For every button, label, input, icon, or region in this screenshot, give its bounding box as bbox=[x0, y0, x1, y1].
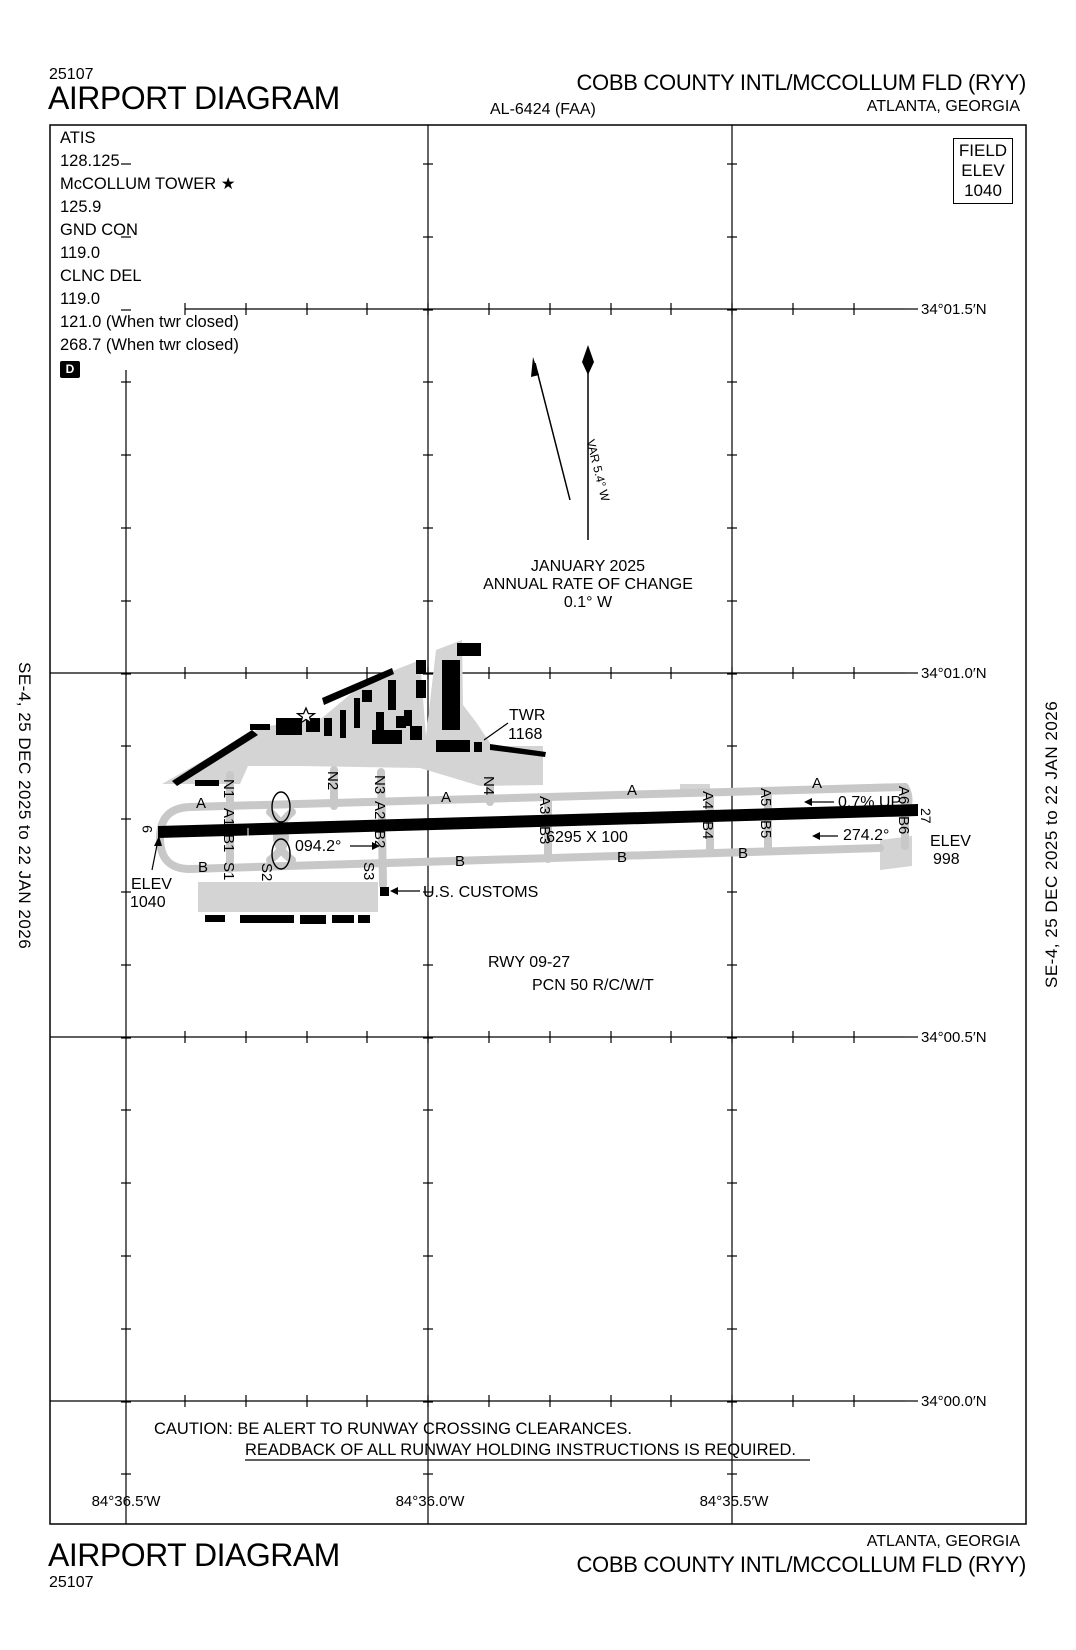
frequency-list: ATIS 128.125 McCOLLUM TOWER ★ 125.9 GND … bbox=[60, 127, 239, 380]
chart-id-bottom: 25107 bbox=[49, 1574, 94, 1591]
runway-heading-west: 094.2° bbox=[295, 838, 341, 855]
taxiway-label-b5: B5 bbox=[757, 820, 774, 838]
annual-rate-label: ANNUAL RATE OF CHANGE bbox=[483, 576, 693, 593]
taxiway-labels: A A A A B B B B N1 N2 N3 N4 A1 A2 A3 A4 … bbox=[196, 771, 912, 881]
freq-atis-label: ATIS bbox=[60, 129, 96, 147]
runway-designation: RWY 09-27 bbox=[488, 954, 570, 971]
south-apron bbox=[198, 882, 378, 912]
hangar-row-west bbox=[172, 730, 258, 786]
north-apron bbox=[162, 640, 543, 786]
freq-tower-value: 125.9 bbox=[60, 198, 102, 216]
faa-number: AL-6424 (FAA) bbox=[490, 101, 596, 118]
runway-end-27: 27 bbox=[918, 808, 934, 824]
svg-text:84°36.0′W: 84°36.0′W bbox=[396, 1493, 466, 1510]
freq-ground-label: GND CON bbox=[60, 221, 138, 239]
elev-east-label: ELEV bbox=[930, 833, 971, 850]
runway-heading-east: 274.2° bbox=[843, 827, 889, 844]
taxiway-label-a2: A2 bbox=[371, 801, 388, 819]
svg-text:B: B bbox=[617, 849, 627, 866]
lat-lon-grid bbox=[50, 125, 905, 1524]
magnetic-north-arrows bbox=[531, 345, 594, 540]
runway-slope: 0.7% UP bbox=[838, 794, 901, 811]
svg-text:84°36.5′W: 84°36.5′W bbox=[92, 1493, 162, 1510]
airport-name-top: COBB COUNTY INTL/MCCOLLUM FLD (RYY) bbox=[576, 70, 1026, 95]
svg-text:84°35.5′W: 84°35.5′W bbox=[700, 1493, 770, 1510]
svg-text:B: B bbox=[738, 845, 748, 862]
taxiway-label-a4: A4 bbox=[699, 791, 716, 809]
svg-text:34°00.0′N: 34°00.0′N bbox=[921, 1393, 987, 1410]
taxiway-label-n1: N1 bbox=[220, 779, 237, 798]
taxiway-label-b6: B6 bbox=[895, 816, 912, 834]
chart-frame bbox=[49, 124, 1027, 1525]
airport-name-bottom: COBB COUNTY INTL/MCCOLLUM FLD (RYY) bbox=[576, 1552, 1026, 1577]
field-elev-line1: FIELD bbox=[958, 141, 1008, 160]
svg-text:A: A bbox=[627, 782, 637, 799]
freq-clearance-value-2: 121.0 (When twr closed) bbox=[60, 313, 239, 331]
taxiway-label-b: B bbox=[198, 859, 208, 876]
freq-atis-value: 128.125 bbox=[60, 152, 120, 170]
freq-clearance-label: CLNC DEL bbox=[60, 267, 142, 285]
annual-rate-value: 0.1° W bbox=[564, 594, 613, 611]
svg-text:A: A bbox=[441, 789, 451, 806]
elev-west-label: ELEV bbox=[131, 876, 172, 893]
svg-text:34°01.0′N: 34°01.0′N bbox=[921, 665, 987, 682]
city-bottom: ATLANTA, GEORGIA bbox=[866, 1533, 1020, 1550]
elev-west-value: 1040 bbox=[130, 894, 166, 911]
customs-label: U.S. CUSTOMS bbox=[423, 884, 538, 901]
taxiway-label-s1: S1 bbox=[220, 862, 237, 880]
runway-dimensions: 6295 X 100 bbox=[546, 829, 628, 846]
runway-09-27 bbox=[158, 804, 918, 838]
svg-text:A: A bbox=[812, 775, 822, 792]
latitude-labels: 34°01.5′N 34°01.0′N 34°00.5′N 34°00.0′N bbox=[921, 301, 987, 1410]
buildings bbox=[172, 643, 546, 924]
tower-elevation: 1168 bbox=[508, 726, 543, 743]
taxiway-network bbox=[155, 766, 913, 889]
freq-clearance-value-1: 119.0 bbox=[60, 290, 101, 308]
svg-text:34°01.5′N: 34°01.5′N bbox=[921, 301, 987, 318]
taxiway-label-n3: N3 bbox=[371, 775, 388, 794]
magnetic-date: JANUARY 2025 bbox=[531, 558, 645, 575]
field-elevation-box: FIELD ELEV 1040 bbox=[953, 138, 1013, 204]
tower-label: TWR bbox=[509, 707, 545, 724]
taxiway-label-a5: A5 bbox=[757, 788, 774, 806]
runway-end-9: 9 bbox=[139, 825, 155, 833]
freq-ground-value: 119.0 bbox=[60, 244, 101, 262]
city-top: ATLANTA, GEORGIA bbox=[866, 98, 1020, 115]
freq-clearance-value-3: 268.7 (When twr closed) bbox=[60, 336, 239, 354]
chart-title-bottom: AIRPORT DIAGRAM bbox=[48, 1537, 340, 1573]
hotspot-crossings bbox=[271, 791, 291, 870]
longitude-labels: 84°36.5′W 84°36.0′W 84°35.5′W bbox=[92, 1493, 770, 1510]
runway-pcn: PCN 50 R/C/W/T bbox=[532, 977, 654, 994]
taxiway-label-a: A bbox=[196, 795, 206, 812]
taxiway-label-n2: N2 bbox=[324, 771, 341, 790]
taxiway-label-a6: A6 bbox=[895, 786, 912, 804]
true-north-arrowhead bbox=[582, 345, 594, 375]
taxiway-label-b3: B3 bbox=[536, 826, 553, 844]
taxiway-label-a1: A1 bbox=[220, 808, 237, 826]
magnetic-north-arrowhead bbox=[531, 357, 539, 377]
taxiway-label-s3: S3 bbox=[360, 862, 377, 880]
taxiway-label-s2: S2 bbox=[258, 863, 275, 881]
taxiway-label-n4: N4 bbox=[480, 776, 497, 795]
field-elev-value: 1040 bbox=[964, 181, 1002, 200]
d-atis-symbol: D bbox=[60, 361, 80, 378]
taxiway-label-b4: B4 bbox=[699, 821, 716, 839]
caution-line-2: READBACK OF ALL RUNWAY HOLDING INSTRUCTI… bbox=[245, 1441, 796, 1459]
caution-line-1: CAUTION: BE ALERT TO RUNWAY CROSSING CLE… bbox=[154, 1420, 632, 1438]
chart-title-top: AIRPORT DIAGRAM bbox=[48, 80, 340, 116]
tower-star-icon bbox=[295, 706, 317, 725]
taxiway-label-b2: B2 bbox=[371, 830, 388, 848]
chart-id-top: 25107 bbox=[49, 66, 94, 83]
taxiway-label-b1: B1 bbox=[220, 834, 237, 852]
freq-tower-label: McCOLLUM TOWER ★ bbox=[60, 175, 236, 193]
svg-text:B: B bbox=[455, 853, 465, 870]
taxiway-label-a3: A3 bbox=[536, 796, 553, 814]
svg-text:34°00.5′N: 34°00.5′N bbox=[921, 1029, 987, 1046]
customs-building bbox=[380, 887, 389, 896]
taxiway-west-loop bbox=[155, 803, 194, 873]
field-elev-line2: ELEV bbox=[961, 161, 1005, 180]
elev-east-value: 998 bbox=[933, 851, 960, 868]
grid-ticks bbox=[121, 163, 855, 1475]
